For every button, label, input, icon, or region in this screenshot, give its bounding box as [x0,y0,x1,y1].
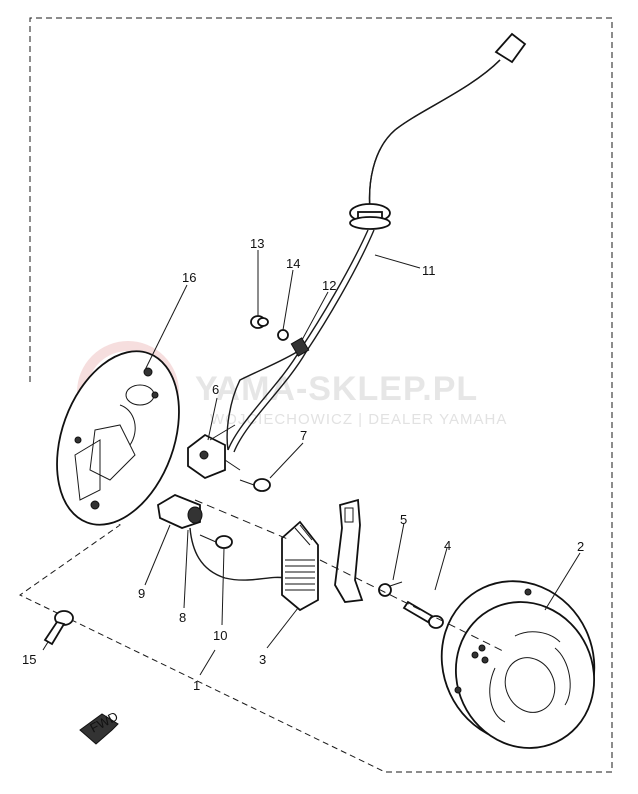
leader-lines [42,250,581,676]
source-coil [281,520,319,612]
callout-6: 6 [212,382,219,397]
stator-base-plate [56,350,180,526]
contact-breaker [187,424,241,480]
watermark-tagline: WOJCIECHOWICZ | DEALER YAMAHA [210,411,507,428]
condenser [157,494,203,529]
screw-15 [43,610,74,646]
grommet-10 [199,534,233,549]
screw-7 [239,478,271,492]
callout-16: 16 [182,270,196,285]
flywheel-rotor [440,580,596,749]
callout-13: 13 [250,236,264,251]
callout-14: 14 [286,256,300,271]
callout-2: 2 [577,539,584,554]
callout-8: 8 [179,610,186,625]
callout-5: 5 [400,512,407,527]
callout-11: 11 [422,263,436,278]
callout-3: 3 [259,652,266,667]
coil-bracket [334,498,364,603]
callout-9: 9 [138,586,145,601]
wire-clamp [290,337,310,357]
washer-14 [277,329,289,341]
clip-5 [378,581,403,597]
assembly-boundary [19,17,613,773]
watermark-brand: YAMA-SKLEP.PL [195,370,478,408]
screw-13 [250,315,269,329]
callout-4: 4 [444,538,451,553]
callout-10: 10 [213,628,227,643]
bolt-4 [402,600,444,629]
wire-8 [189,527,286,581]
callout-12: 12 [322,278,336,293]
callout-7: 7 [300,428,307,443]
callout-1: 1 [193,678,200,693]
callout-15: 15 [22,652,36,667]
assembly-centerline [194,499,506,653]
callouts: 1 2 3 4 5 6 7 8 9 10 11 12 13 14 15 16 [22,236,584,693]
fwd-arrow-icon: FWD [79,709,121,745]
